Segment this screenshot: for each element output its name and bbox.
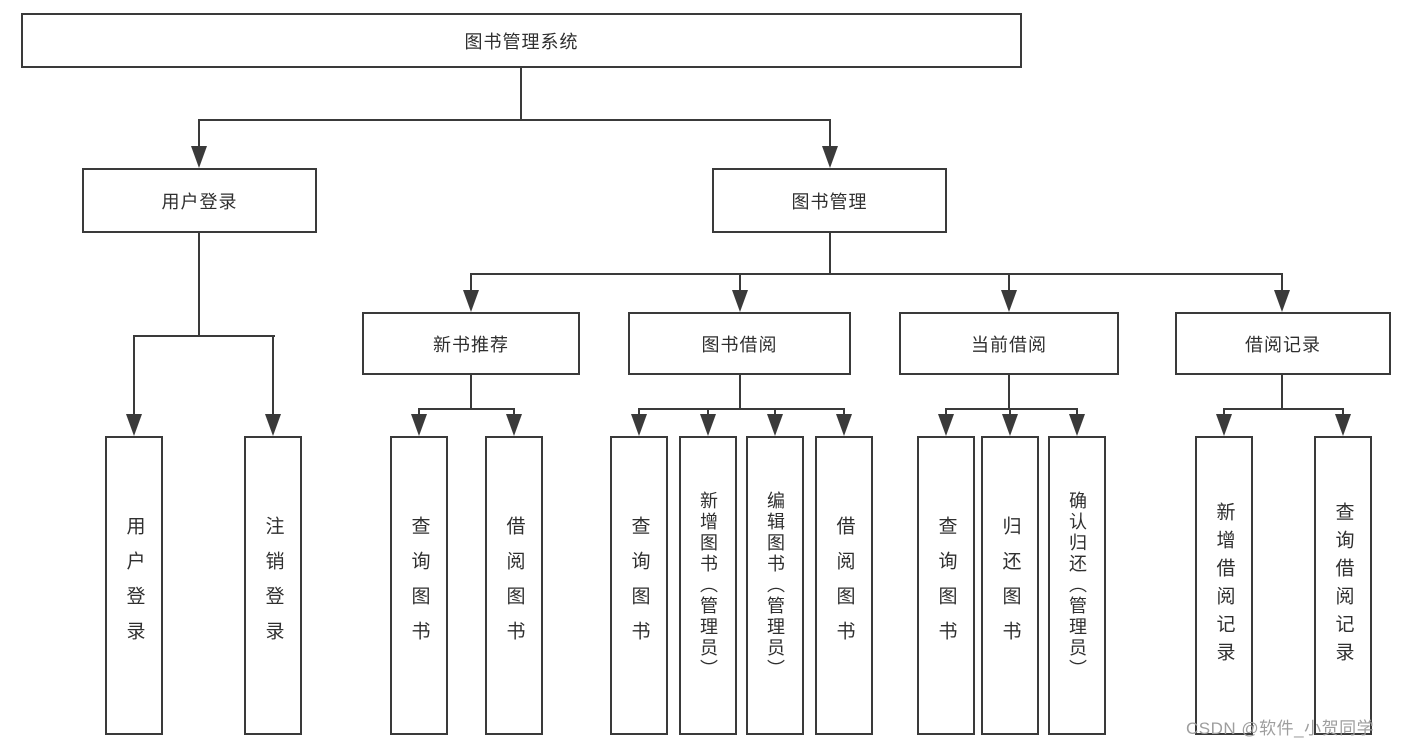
leaf-label: 注销登录 bbox=[262, 515, 284, 656]
leaf-label: 查询图书 bbox=[628, 515, 650, 656]
arrow-down-icon bbox=[506, 414, 522, 436]
node-new-book-rec: 新书推荐 bbox=[362, 312, 580, 375]
leaf-edit-books-admin: 编辑图书（管理员） bbox=[746, 436, 804, 735]
node-book-borrow: 图书借阅 bbox=[628, 312, 851, 375]
leaf-label: 新增借阅记录 bbox=[1213, 501, 1235, 670]
arrow-down-icon bbox=[265, 414, 281, 436]
connector-user-login-stem bbox=[198, 233, 200, 337]
leaf-label: 查询图书 bbox=[935, 515, 957, 656]
node-user-login: 用户登录 bbox=[82, 168, 317, 233]
arrow-down-icon bbox=[1001, 290, 1017, 312]
connector-book-mgmt-stem bbox=[829, 233, 831, 275]
node-current-borrow-label: 当前借阅 bbox=[971, 334, 1047, 355]
node-borrow-records: 借阅记录 bbox=[1175, 312, 1391, 375]
arrow-down-icon bbox=[463, 290, 479, 312]
connector-drop-book-mgmt bbox=[829, 119, 831, 149]
connector-borrow-records-rail bbox=[1223, 408, 1344, 410]
leaf-label: 借阅图书 bbox=[503, 515, 525, 656]
leaf-label: 查询图书 bbox=[408, 515, 430, 656]
node-book-mgmt: 图书管理 bbox=[712, 168, 947, 233]
leaf-label: 借阅图书 bbox=[833, 515, 855, 656]
leaf-label: 编辑图书（管理员） bbox=[765, 491, 785, 680]
leaf-label: 新增图书（管理员） bbox=[698, 491, 718, 680]
connector-current-borrow-rail bbox=[945, 408, 1078, 410]
node-new-book-rec-label: 新书推荐 bbox=[433, 334, 509, 355]
leaf-label: 用户登录 bbox=[123, 515, 145, 656]
leaf-borrow-books-1: 借阅图书 bbox=[485, 436, 543, 735]
arrow-down-icon bbox=[700, 414, 716, 436]
node-current-borrow: 当前借阅 bbox=[899, 312, 1119, 375]
arrow-down-icon bbox=[1002, 414, 1018, 436]
arrow-down-icon bbox=[1274, 290, 1290, 312]
leaf-query-books-1: 查询图书 bbox=[390, 436, 448, 735]
leaf-label: 归还图书 bbox=[999, 515, 1021, 656]
arrow-down-icon bbox=[1216, 414, 1232, 436]
leaf-label: 确认归还（管理员） bbox=[1067, 491, 1087, 680]
connector-borrow-records-stem bbox=[1281, 375, 1283, 410]
leaf-logout: 注销登录 bbox=[244, 436, 302, 735]
leaf-return-books: 归还图书 bbox=[981, 436, 1039, 735]
arrow-down-icon bbox=[411, 414, 427, 436]
arrow-down-icon bbox=[126, 414, 142, 436]
arrow-down-icon bbox=[732, 290, 748, 312]
connector-drop-user-login bbox=[198, 119, 200, 149]
node-root: 图书管理系统 bbox=[21, 13, 1022, 68]
connector-user-login-rail bbox=[133, 335, 275, 337]
connector-new-book-rec-stem bbox=[470, 375, 472, 410]
arrow-down-icon bbox=[1069, 414, 1085, 436]
connector-new-book-rec-rail bbox=[418, 408, 515, 410]
leaf-confirm-return-admin: 确认归还（管理员） bbox=[1048, 436, 1106, 735]
node-book-borrow-label: 图书借阅 bbox=[701, 334, 778, 355]
connector-drop bbox=[739, 273, 741, 295]
connector-book-borrow-stem bbox=[739, 375, 741, 410]
arrow-down-icon bbox=[767, 414, 783, 436]
connector-drop bbox=[272, 335, 274, 420]
connector-drop bbox=[1008, 273, 1010, 295]
arrow-down-icon bbox=[822, 146, 838, 168]
connector-drop bbox=[1281, 273, 1283, 295]
connector-drop bbox=[133, 335, 135, 420]
leaf-add-borrow-record: 新增借阅记录 bbox=[1195, 436, 1253, 735]
leaf-query-borrow-record: 查询借阅记录 bbox=[1314, 436, 1372, 735]
leaf-borrow-books-2: 借阅图书 bbox=[815, 436, 873, 735]
node-user-login-label: 用户登录 bbox=[161, 191, 238, 212]
arrow-down-icon bbox=[1335, 414, 1351, 436]
connector-current-borrow-stem bbox=[1008, 375, 1010, 410]
leaf-query-books-3: 查询图书 bbox=[917, 436, 975, 735]
arrow-down-icon bbox=[631, 414, 647, 436]
arrow-down-icon bbox=[191, 146, 207, 168]
connector-level2-rail bbox=[198, 119, 831, 121]
leaf-label: 查询借阅记录 bbox=[1332, 501, 1354, 670]
connector-root-stem bbox=[520, 68, 522, 120]
leaf-query-books-2: 查询图书 bbox=[610, 436, 668, 735]
node-book-mgmt-label: 图书管理 bbox=[791, 191, 868, 212]
connector-level3-rail bbox=[470, 273, 1282, 275]
connector-drop bbox=[470, 273, 472, 295]
arrow-down-icon bbox=[836, 414, 852, 436]
connector-book-borrow-rail bbox=[638, 408, 845, 410]
leaf-add-books-admin: 新增图书（管理员） bbox=[679, 436, 737, 735]
node-root-label: 图书管理系统 bbox=[464, 31, 579, 52]
node-borrow-records-label: 借阅记录 bbox=[1245, 334, 1321, 355]
csdn-watermark: CSDN @软件_小贺同学 bbox=[1186, 719, 1375, 738]
arrow-down-icon bbox=[938, 414, 954, 436]
leaf-user-login: 用户登录 bbox=[105, 436, 163, 735]
